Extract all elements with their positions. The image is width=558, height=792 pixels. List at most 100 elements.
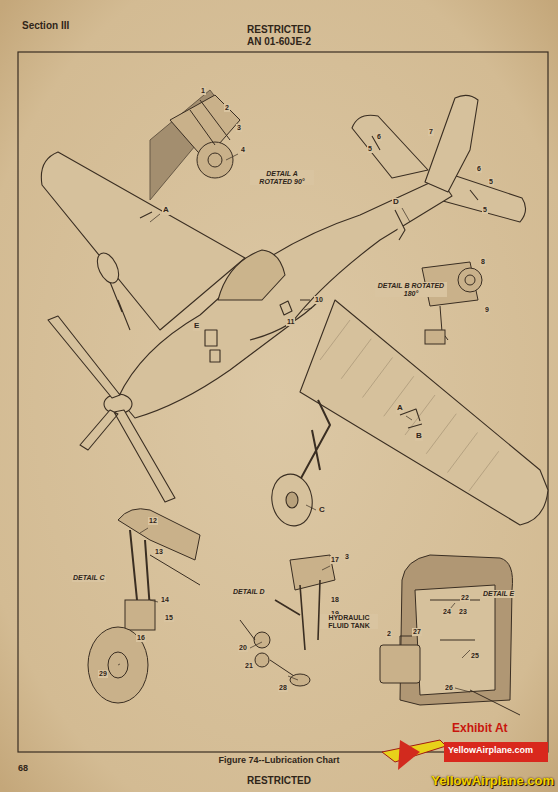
logo bbox=[444, 742, 548, 762]
callout-number: 5 bbox=[488, 178, 494, 186]
canopy bbox=[218, 250, 285, 300]
watermark: YellowAirplane.com bbox=[448, 746, 533, 756]
detail-d bbox=[254, 632, 270, 648]
detail-d bbox=[290, 555, 335, 590]
detail-title: DETAIL D bbox=[232, 588, 266, 596]
callout-number: 22 bbox=[460, 594, 470, 602]
callout-number: 20 bbox=[238, 644, 248, 652]
wing-hatch bbox=[426, 414, 456, 454]
wing-hatch bbox=[320, 320, 350, 360]
wing-hatch bbox=[363, 358, 393, 398]
callout-number: 6 bbox=[376, 133, 382, 141]
callout-number: 15 bbox=[164, 614, 174, 622]
detail-title: DETAIL A ROTATED 90° bbox=[250, 170, 314, 185]
detail-c bbox=[150, 555, 200, 585]
callout-number: 29 bbox=[98, 670, 108, 678]
tail-fitting bbox=[372, 136, 478, 240]
callout-number: 3 bbox=[344, 553, 350, 561]
detail-a bbox=[208, 153, 222, 167]
wing-hatch bbox=[469, 451, 499, 491]
scoop bbox=[250, 300, 320, 340]
detail-title: DETAIL E bbox=[482, 590, 515, 598]
detail-a bbox=[190, 100, 230, 145]
detail-d bbox=[255, 653, 269, 667]
callout-number: 21 bbox=[244, 662, 254, 670]
detail-e bbox=[430, 600, 520, 715]
callout-number: 13 bbox=[154, 548, 164, 556]
callout-number: 28 bbox=[278, 684, 288, 692]
callout-letter: D bbox=[392, 198, 400, 207]
callout-number: 11 bbox=[286, 318, 295, 326]
detail-b bbox=[422, 262, 482, 344]
classification: RESTRICTED bbox=[247, 775, 311, 786]
wing-hatch bbox=[384, 376, 414, 416]
callout-letter: B bbox=[415, 432, 423, 441]
classification: RESTRICTED bbox=[247, 24, 311, 35]
detail-e bbox=[380, 645, 420, 683]
callout-letter: A bbox=[162, 206, 170, 215]
left-wheel bbox=[93, 250, 123, 287]
detail-b bbox=[425, 330, 445, 344]
callout-number: 24 bbox=[442, 608, 452, 616]
fin bbox=[425, 95, 478, 192]
callout-number: 14 bbox=[160, 596, 170, 604]
callout-number: 8 bbox=[480, 258, 486, 266]
callout-letter: E bbox=[193, 322, 200, 331]
detail-title: DETAIL C bbox=[72, 574, 106, 582]
propeller bbox=[48, 316, 175, 502]
wing-hatch bbox=[320, 320, 499, 491]
callout-number: 9 bbox=[484, 306, 490, 314]
detail-title: DETAIL B ROTATED 180° bbox=[375, 282, 447, 297]
right-gear-strut bbox=[300, 400, 330, 480]
detail-c bbox=[88, 509, 200, 703]
left-stabilizer bbox=[352, 115, 428, 178]
watermark: YellowAirplane.com bbox=[431, 774, 554, 788]
watermark: Exhibit At bbox=[452, 722, 508, 735]
aircraft bbox=[41, 95, 548, 529]
detail-b bbox=[465, 275, 475, 285]
callout-number: 2 bbox=[386, 630, 392, 638]
component-label: HYDRAULIC FLUID TANK bbox=[320, 614, 378, 629]
callout-number: 17 bbox=[330, 556, 340, 564]
callout-number: 7 bbox=[428, 128, 434, 136]
detail-e bbox=[380, 555, 520, 715]
leader-lines bbox=[118, 154, 470, 692]
fuselage bbox=[118, 178, 452, 418]
detail-b bbox=[458, 268, 482, 292]
leader-lines bbox=[150, 154, 412, 510]
panel bbox=[210, 350, 220, 362]
wing-hatch bbox=[341, 339, 371, 379]
logo bbox=[398, 740, 420, 770]
right-hub bbox=[286, 492, 298, 508]
leader-lines bbox=[118, 528, 470, 692]
aileron-fitting bbox=[140, 212, 422, 428]
callout-number: 26 bbox=[444, 684, 454, 692]
detail-a bbox=[150, 90, 240, 200]
callout-number: 18 bbox=[330, 596, 340, 604]
wing-hatch bbox=[448, 433, 478, 473]
callout-number: 25 bbox=[470, 652, 480, 660]
callout-number: 12 bbox=[148, 517, 158, 525]
detail-d bbox=[290, 674, 310, 686]
callout-number: 4 bbox=[240, 146, 246, 154]
callout-letter: C bbox=[318, 506, 326, 515]
callout-number: 1 bbox=[200, 87, 206, 95]
callout-number: 3 bbox=[236, 124, 242, 132]
page-number: 68 bbox=[18, 764, 28, 774]
callout-number: 6 bbox=[476, 165, 482, 173]
figure-caption: Figure 74--Lubrication Chart bbox=[218, 756, 339, 766]
callout-number: 16 bbox=[136, 634, 146, 642]
callout-number: 5 bbox=[367, 145, 373, 153]
detail-e bbox=[400, 636, 412, 645]
detail-a bbox=[197, 142, 233, 178]
publication-number: AN 01-60JE-2 bbox=[247, 36, 311, 47]
callout-letter: A bbox=[396, 404, 404, 413]
detail-d bbox=[275, 580, 320, 650]
callout-number: 5 bbox=[482, 206, 488, 214]
figure-frame bbox=[18, 52, 548, 752]
callout-number: 2 bbox=[224, 104, 230, 112]
detail-d bbox=[240, 620, 300, 680]
